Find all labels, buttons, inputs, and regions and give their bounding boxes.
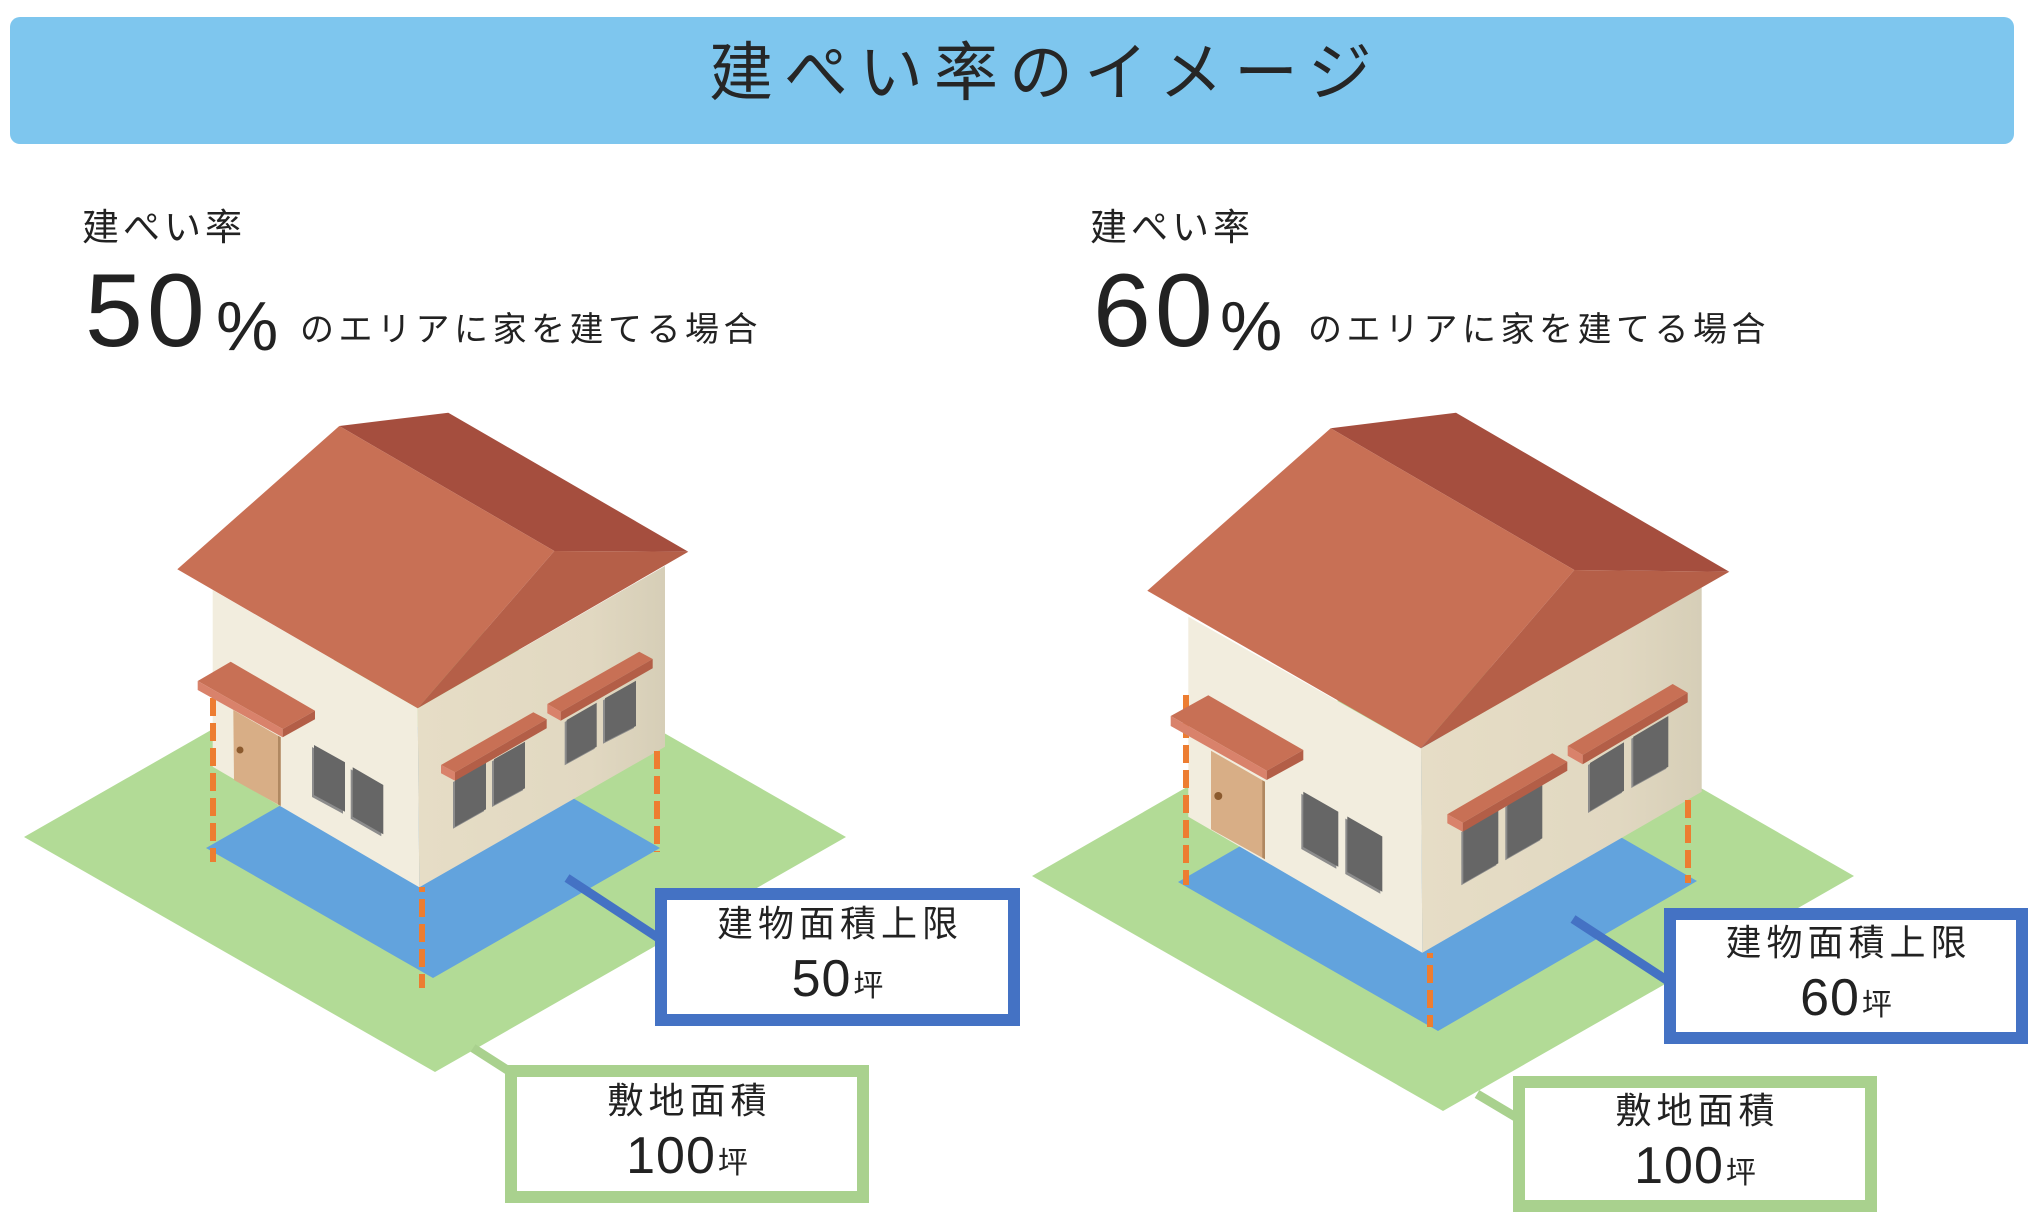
building-area-box: 建物面積上限 60坪 bbox=[1664, 908, 2028, 1044]
door-knob bbox=[236, 746, 244, 754]
roof bbox=[1147, 412, 1730, 749]
window bbox=[564, 702, 597, 766]
site-area-value-row: 100坪 bbox=[1634, 1136, 1756, 1205]
building-area-unit: 坪 bbox=[853, 968, 884, 1004]
window bbox=[350, 767, 384, 837]
window-awning bbox=[1447, 753, 1568, 832]
window-awning bbox=[1567, 684, 1688, 765]
door-awning bbox=[197, 661, 315, 738]
building-area-unit: 坪 bbox=[1861, 987, 1892, 1023]
coverage-ratio-unit: % bbox=[1220, 287, 1283, 365]
window bbox=[453, 762, 486, 829]
scenario-caption: のエリアに家を建てる場合 bbox=[300, 310, 762, 350]
building-area-value-row: 60坪 bbox=[1800, 968, 1892, 1037]
door-knob bbox=[1214, 792, 1223, 800]
site-area-label: 敷地面積 bbox=[607, 1080, 772, 1122]
building-area-label: 建物面積上限 bbox=[1725, 922, 1972, 964]
window bbox=[603, 680, 636, 744]
site-area-unit: 坪 bbox=[717, 1145, 748, 1181]
window bbox=[312, 745, 345, 814]
house-illustration-50 bbox=[24, 412, 846, 1077]
building-area-box: 建物面積上限 50坪 bbox=[655, 888, 1020, 1026]
door-edge bbox=[278, 735, 281, 806]
site-area-unit: 坪 bbox=[1725, 1155, 1756, 1191]
site-area-box: 敷地面積 100坪 bbox=[1513, 1076, 1877, 1212]
site-area-value: 100 bbox=[1634, 1136, 1724, 1195]
site-area-connector bbox=[1474, 1090, 1522, 1123]
window bbox=[1631, 716, 1669, 788]
window bbox=[1461, 810, 1499, 886]
site-area-value-row: 100坪 bbox=[626, 1126, 748, 1195]
window bbox=[492, 741, 525, 807]
window-awning bbox=[547, 651, 653, 721]
window-awning bbox=[441, 712, 547, 781]
window bbox=[1505, 785, 1543, 861]
building-area-value-row: 50坪 bbox=[791, 949, 884, 1018]
coverage-ratio-unit: % bbox=[216, 287, 279, 365]
page-title: 建ぺい率のイメージ bbox=[709, 37, 1383, 111]
title-banner: 建ぺい率のイメージ bbox=[10, 17, 2014, 144]
roof bbox=[177, 412, 689, 709]
door-edge bbox=[1262, 780, 1265, 860]
building-area-connector bbox=[564, 874, 663, 943]
building-area-label: 建物面積上限 bbox=[716, 903, 963, 945]
building-area-value: 50 bbox=[791, 949, 852, 1008]
door-awning bbox=[1170, 695, 1304, 780]
site-area-box: 敷地面積 100坪 bbox=[505, 1065, 869, 1203]
house-illustration-60 bbox=[1032, 412, 1854, 1123]
site-area-value: 100 bbox=[626, 1126, 716, 1185]
window bbox=[1345, 816, 1383, 894]
coverage-ratio-label: 建ぺい率 bbox=[1090, 206, 1254, 249]
scenario-caption: のエリアに家を建てる場合 bbox=[1308, 310, 1770, 350]
coverage-ratio-label: 建ぺい率 bbox=[82, 206, 246, 249]
door bbox=[233, 710, 281, 806]
door bbox=[1211, 750, 1265, 860]
building-area-connector bbox=[1570, 915, 1671, 985]
window bbox=[1301, 791, 1339, 869]
site-area-label: 敷地面積 bbox=[1615, 1090, 1780, 1132]
building-area-value: 60 bbox=[1800, 968, 1860, 1027]
window bbox=[1588, 742, 1624, 813]
coverage-ratio-value: 60 bbox=[1093, 253, 1217, 369]
coverage-ratio-value: 50 bbox=[85, 253, 209, 369]
